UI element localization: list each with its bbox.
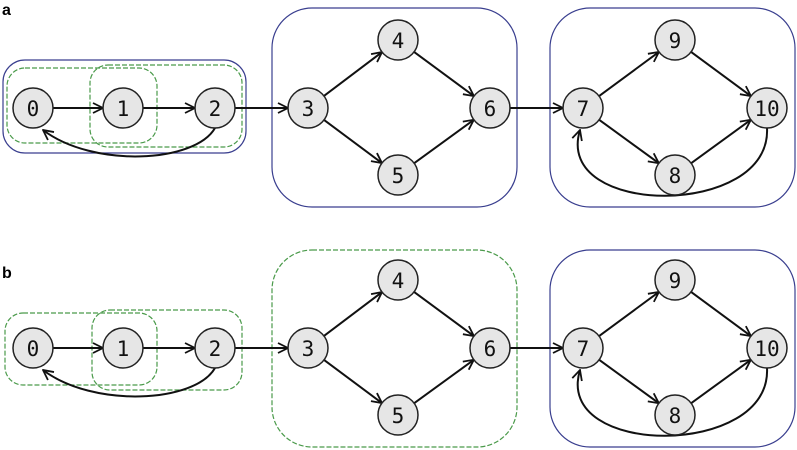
node-label: 10 xyxy=(754,337,779,361)
panel-a: 0 1 2 3 4 5 6 7 8 9 10 xyxy=(2,7,796,208)
node-9: 9 xyxy=(654,259,696,301)
edge-3-to-4 xyxy=(323,292,382,337)
node-circle xyxy=(654,394,696,436)
node-label: 10 xyxy=(754,97,779,121)
node-2: 2 xyxy=(194,327,236,369)
node-label: 9 xyxy=(669,29,682,53)
node-3: 3 xyxy=(287,87,329,129)
cluster-0-1-2 xyxy=(2,59,247,154)
edge-7-to-8 xyxy=(598,358,659,403)
node-label: 6 xyxy=(484,337,497,361)
node-label: 7 xyxy=(577,97,590,121)
node-circle xyxy=(377,19,419,61)
edge-7-to-8 xyxy=(598,118,659,163)
edge-5-to-6 xyxy=(413,360,474,405)
node-circle xyxy=(562,87,604,129)
node-1: 1 xyxy=(102,327,144,369)
node-label: 1 xyxy=(117,337,130,361)
node-label: 7 xyxy=(577,337,590,361)
node-label: 0 xyxy=(27,97,40,121)
edge-4-to-6 xyxy=(413,291,474,336)
panel-b: 0 1 2 3 4 5 6 7 8 9 10 xyxy=(4,249,796,448)
node-label: 2 xyxy=(209,97,222,121)
edge-2-to-0 xyxy=(43,127,216,158)
node-4: 4 xyxy=(377,259,419,301)
edge-2-to-0 xyxy=(43,367,216,398)
node-circle xyxy=(194,87,236,129)
edge-10-to-7 xyxy=(578,367,769,437)
node-7: 7 xyxy=(562,327,604,369)
node-circle xyxy=(377,154,419,196)
edge-10-to-7 xyxy=(578,127,769,197)
cluster-1-2 xyxy=(91,309,243,391)
node-8: 8 xyxy=(654,154,696,196)
node-0: 0 xyxy=(12,87,54,129)
edge-9-to-10 xyxy=(690,291,751,336)
node-label: 3 xyxy=(302,337,315,361)
node-10: 10 xyxy=(746,87,788,129)
node-1: 1 xyxy=(102,87,144,129)
node-label: 4 xyxy=(392,29,405,53)
edge-7-to-9 xyxy=(598,292,659,337)
node-circle xyxy=(102,327,144,369)
edge-3-to-4 xyxy=(323,52,382,97)
panel-label-a: a xyxy=(2,2,11,19)
panel-label-b: b xyxy=(2,265,12,282)
node-9: 9 xyxy=(654,19,696,61)
node-circle xyxy=(469,327,511,369)
node-circle xyxy=(377,259,419,301)
edge-8-to-10 xyxy=(690,360,751,405)
node-circle xyxy=(746,87,788,129)
node-8: 8 xyxy=(654,394,696,436)
cluster-0-1 xyxy=(6,67,158,144)
node-label: 1 xyxy=(117,97,130,121)
node-circle xyxy=(194,327,236,369)
node-label: 3 xyxy=(302,97,315,121)
node-3: 3 xyxy=(287,327,329,369)
node-5: 5 xyxy=(377,154,419,196)
node-label: 0 xyxy=(27,337,40,361)
node-circle xyxy=(469,87,511,129)
node-0: 0 xyxy=(12,327,54,369)
edge-3-to-5 xyxy=(323,119,382,163)
node-circle xyxy=(102,87,144,129)
edge-9-to-10 xyxy=(690,51,751,96)
edge-8-to-10 xyxy=(690,120,751,165)
node-label: 8 xyxy=(669,404,682,428)
node-label: 5 xyxy=(392,164,405,188)
node-label: 2 xyxy=(209,337,222,361)
node-circle xyxy=(654,154,696,196)
node-10: 10 xyxy=(746,327,788,369)
node-label: 8 xyxy=(669,164,682,188)
node-label: 9 xyxy=(669,269,682,293)
node-circle xyxy=(654,259,696,301)
node-6: 6 xyxy=(469,87,511,129)
node-circle xyxy=(12,87,54,129)
node-circle xyxy=(654,19,696,61)
node-circle xyxy=(287,87,329,129)
node-label: 5 xyxy=(392,404,405,428)
node-circle xyxy=(562,327,604,369)
node-label: 4 xyxy=(392,269,405,293)
node-5: 5 xyxy=(377,394,419,436)
node-circle xyxy=(746,327,788,369)
node-4: 4 xyxy=(377,19,419,61)
cluster-1-2 xyxy=(89,64,243,148)
node-6: 6 xyxy=(469,327,511,369)
edge-4-to-6 xyxy=(413,51,474,96)
node-circle xyxy=(377,394,419,436)
node-label: 6 xyxy=(484,97,497,121)
edge-7-to-9 xyxy=(598,52,659,97)
node-7: 7 xyxy=(562,87,604,129)
node-circle xyxy=(12,327,54,369)
edge-5-to-6 xyxy=(413,120,474,165)
edge-3-to-5 xyxy=(323,359,382,403)
node-circle xyxy=(287,327,329,369)
node-2: 2 xyxy=(194,87,236,129)
